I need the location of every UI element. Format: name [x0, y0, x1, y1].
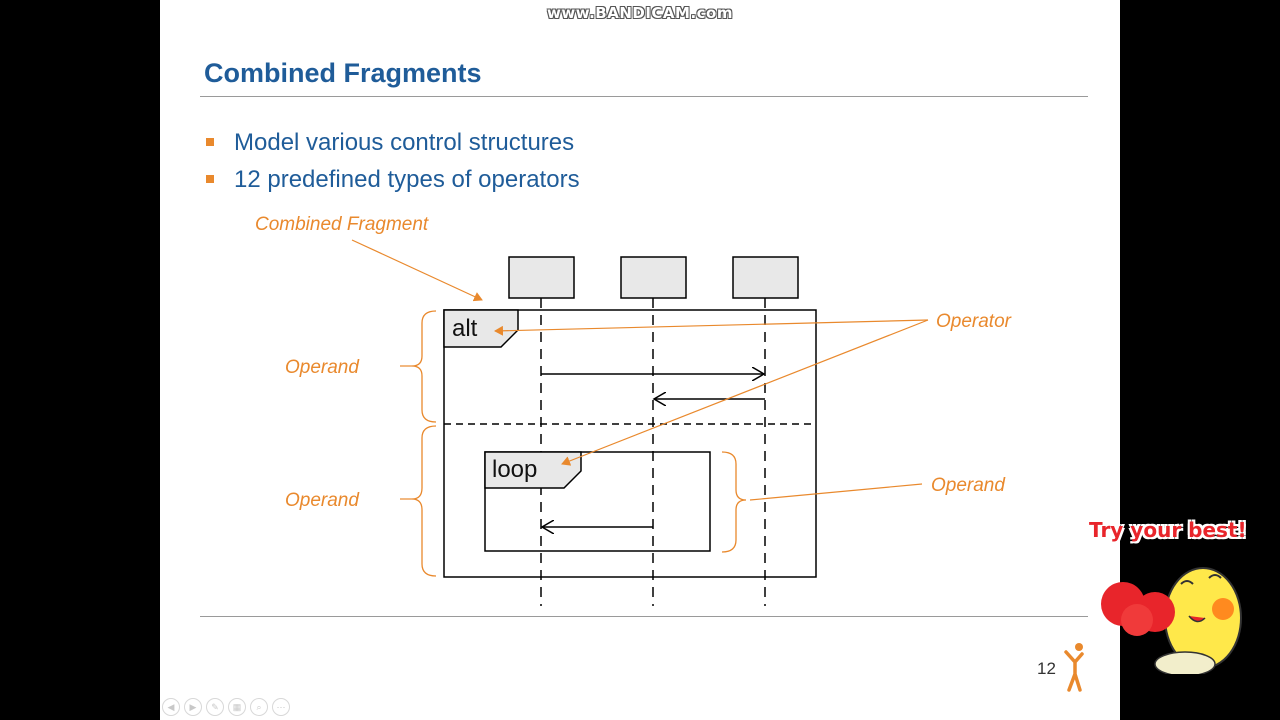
prev-icon[interactable]: ◀ — [162, 698, 180, 716]
alt-fragment-frame — [443, 309, 817, 578]
operand-brace-left-top — [411, 310, 437, 423]
annotation-combined-fragment: Combined Fragment — [255, 214, 429, 235]
bullet-text: 12 predefined types of operators — [234, 166, 580, 193]
annotation-operand-left-top: Operand — [285, 357, 360, 378]
bullet-square-icon — [206, 138, 214, 146]
operand-pointer-right — [749, 483, 923, 501]
person-logo-icon — [1064, 643, 1084, 692]
bullet-text: Model various control structures — [234, 129, 575, 156]
annotation-operand-left-bottom: Operand — [285, 490, 360, 511]
next-icon[interactable]: ▶ — [184, 698, 202, 716]
title-divider — [200, 96, 1088, 97]
slideshow-controls: ◀ ▶ ✎ ▦ ⌕ ⋯ — [162, 698, 290, 716]
annotation-operator: Operator — [936, 311, 1012, 332]
footer-divider — [200, 616, 1088, 617]
operator-pointer-alt — [494, 319, 929, 336]
alt-operator-tab — [443, 309, 519, 348]
alt-operator-label: alt — [452, 315, 478, 342]
pen-icon[interactable]: ✎ — [206, 698, 224, 716]
slide: Combined Fragments Model various control… — [160, 0, 1120, 720]
slide-title: Combined Fragments — [204, 58, 482, 88]
bullet-item: 12 predefined types of operators — [204, 161, 580, 198]
combined-fragment-pointer — [351, 239, 483, 302]
loop-operator-label: loop — [492, 456, 537, 483]
annotation-operand-right: Operand — [931, 475, 1006, 496]
cheer-sticker: Try your best! — [1085, 514, 1275, 674]
page-number: 12 — [1037, 659, 1056, 678]
operand-brace-right — [721, 451, 747, 553]
bullet-square-icon — [206, 175, 214, 183]
zoom-icon[interactable]: ⌕ — [250, 698, 268, 716]
sticker-text: Try your best! — [1089, 518, 1247, 542]
operator-pointer-loop — [561, 319, 929, 466]
more-icon[interactable]: ⋯ — [272, 698, 290, 716]
bullet-item: Model various control structures — [204, 124, 580, 161]
sequence-diagram: alt loop Combined Fragment Operator Oper… — [255, 214, 1012, 606]
recorder-watermark: www.BANDICAM.com — [546, 4, 733, 22]
slides-icon[interactable]: ▦ — [228, 698, 246, 716]
loop-fragment-frame — [484, 451, 711, 552]
bullet-list: Model various control structures 12 pred… — [204, 124, 580, 198]
lifeline-head-1 — [508, 256, 575, 299]
operand-brace-left-bottom — [411, 425, 437, 577]
lifeline-head-3 — [732, 256, 799, 299]
loop-operator-tab — [484, 451, 582, 489]
lifeline-head-2 — [620, 256, 687, 299]
chick-mascot-icon — [1101, 567, 1242, 674]
